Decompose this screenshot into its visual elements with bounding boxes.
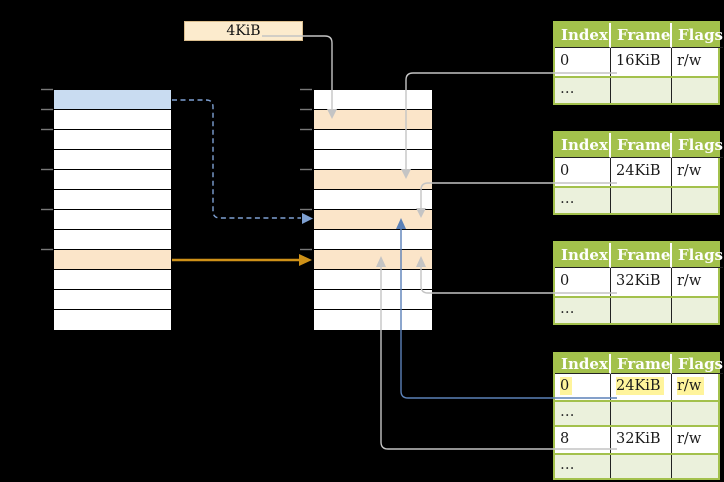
table-row: 0 24KiB r/w: [555, 374, 718, 400]
virtual-memory-ticks: [41, 88, 53, 251]
table-cell: [611, 402, 672, 425]
physical-frame-5: [314, 170, 432, 190]
highlighted-value: 24KiB: [616, 377, 664, 395]
virtual-page-2: [54, 110, 171, 130]
table-cell: [672, 188, 718, 213]
column-header-frame: Frame: [611, 23, 672, 48]
column-header-flags: Flags: [672, 243, 723, 268]
table-row: …: [555, 76, 718, 103]
column-header-frame: Frame: [611, 243, 672, 268]
virtual-page-11: [54, 290, 171, 310]
connector-vpage9-to-frame9: [172, 254, 312, 266]
physical-frame-10: [314, 270, 432, 290]
connector-vpage1-to-frame7: [172, 99, 313, 224]
virtual-page-9: [54, 250, 171, 270]
physical-frame-6: [314, 190, 432, 210]
table-cell: …: [555, 298, 611, 323]
table-cell: r/w: [672, 268, 718, 296]
table-cell: 32KiB: [611, 268, 672, 296]
table-cell: r/w: [672, 48, 718, 76]
table-cell: [672, 78, 718, 103]
column-header-flags: Flags: [672, 23, 723, 48]
table-cell: r/w: [672, 374, 718, 400]
table-row: …: [555, 296, 718, 323]
table-cell: r/w: [672, 427, 718, 453]
physical-frame-3: [314, 130, 432, 150]
column-header-flags: Flags: [672, 133, 723, 158]
column-header-flags: Flags: [672, 354, 723, 374]
table-cell: [672, 455, 718, 478]
column-header-index: Index: [555, 133, 611, 158]
table-cell: [672, 402, 718, 425]
column-header-index: Index: [555, 243, 611, 268]
table-cell: 0: [555, 158, 611, 186]
table-cell: …: [555, 455, 611, 478]
physical-frame-9: [314, 250, 432, 270]
virtual-page-12: [54, 310, 171, 330]
physical-frame-2: [314, 110, 432, 130]
column-header-index: Index: [555, 354, 611, 374]
virtual-page-3: [54, 130, 171, 150]
physical-memory-table: [313, 89, 433, 331]
table-cell: …: [555, 402, 611, 425]
virtual-page-8: [54, 230, 171, 250]
physical-memory-ticks: [300, 88, 312, 251]
virtual-page-6: [54, 190, 171, 210]
highlighted-value: 0: [560, 377, 573, 395]
table-row: …: [555, 400, 718, 425]
column-header-index: Index: [555, 23, 611, 48]
virtual-memory-table: [53, 89, 172, 331]
column-header-frame: Frame: [611, 354, 672, 374]
column-header-frame: Frame: [611, 133, 672, 158]
table-row: …: [555, 453, 718, 478]
physical-frame-11: [314, 290, 432, 310]
table-cell: 0: [555, 374, 611, 400]
physical-frame-7: [314, 210, 432, 230]
table-cell: 32KiB: [611, 427, 672, 453]
table-cell: [611, 455, 672, 478]
table-cell: 0: [555, 48, 611, 76]
table-cell: 16KiB: [611, 48, 672, 76]
table-cell: 0: [555, 268, 611, 296]
page-size-label-text: 4KiB: [226, 23, 261, 39]
table-row: …: [555, 186, 718, 213]
table-cell: …: [555, 78, 611, 103]
table-cell: …: [555, 188, 611, 213]
table-cell: 24KiB: [611, 374, 672, 400]
physical-frame-4: [314, 150, 432, 170]
table-cell: 8: [555, 427, 611, 453]
table-cell: [611, 298, 672, 323]
physical-frame-1: [314, 90, 432, 110]
table-cell: 24KiB: [611, 158, 672, 186]
virtual-page-5: [54, 170, 171, 190]
virtual-page-7: [54, 210, 171, 230]
physical-frame-8: [314, 230, 432, 250]
highlighted-value: r/w: [677, 377, 705, 395]
table-cell: [672, 298, 718, 323]
physical-frame-12: [314, 310, 432, 330]
page-size-label: 4KiB: [184, 21, 303, 41]
virtual-page-4: [54, 150, 171, 170]
table-cell: [611, 188, 672, 213]
virtual-page-10: [54, 270, 171, 290]
table-cell: r/w: [672, 158, 718, 186]
table-cell: [611, 78, 672, 103]
virtual-page-1: [54, 90, 171, 110]
